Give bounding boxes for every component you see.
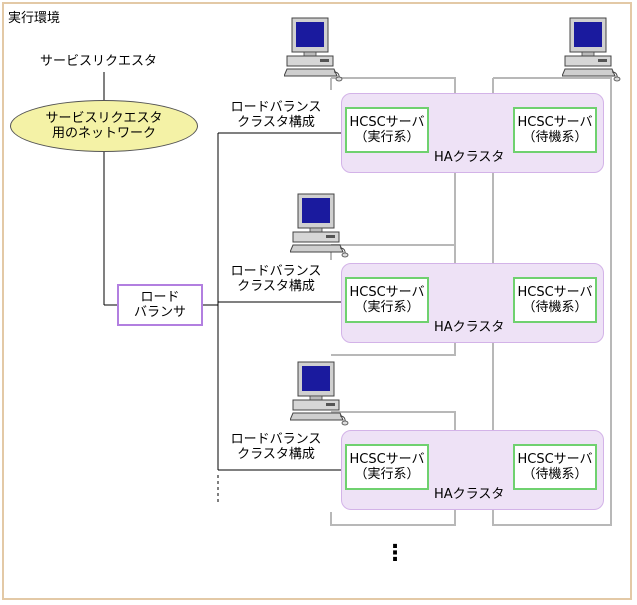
computer-icon (284, 17, 343, 82)
lb-cluster-label-line2: クラスタ構成 (237, 447, 315, 462)
lb-cluster-label-1: ロードバランス クラスタ構成 (224, 100, 328, 130)
lb-cluster-label-3: ロードバランス クラスタ構成 (224, 432, 328, 462)
active-server-3: HCSCサーバ （実行系） (345, 444, 429, 490)
load-balancer-line1: ロード (140, 290, 180, 305)
lb-cluster-label-line1: ロードバランス (230, 264, 322, 279)
server-role: （実行系） (354, 130, 420, 145)
standby-server-3: HCSCサーバ （待機系） (513, 444, 597, 490)
requester-label: サービスリクエスタ (40, 54, 158, 69)
network-line2: 用のネットワーク (51, 126, 156, 141)
lb-cluster-label-line1: ロードバランス (230, 432, 322, 447)
network-line1: サービスリクエスタ (45, 111, 163, 126)
server-name: HCSCサーバ (517, 285, 593, 300)
active-server-2: HCSCサーバ （実行系） (345, 277, 429, 323)
load-balancer-line2: バランサ (133, 305, 186, 320)
requester-network-node: サービスリクエスタ 用のネットワーク (10, 100, 198, 152)
standby-server-1: HCSCサーバ （待機系） (513, 107, 597, 153)
server-name: HCSCサーバ (349, 452, 425, 467)
execution-environment-frame (2, 2, 632, 600)
ha-cluster-label-2: HAクラスタ (434, 320, 505, 335)
lb-cluster-label-line1: ロードバランス (230, 100, 322, 115)
ha-cluster-label-1: HAクラスタ (434, 150, 505, 165)
server-name: HCSCサーバ (349, 285, 425, 300)
computer-icon (290, 193, 349, 258)
ha-cluster-label-3: HAクラスタ (434, 487, 505, 502)
lb-cluster-label-2: ロードバランス クラスタ構成 (224, 264, 328, 294)
continuation-ellipsis: ⋮ (384, 541, 406, 566)
environment-label: 実行環境 (8, 11, 61, 26)
active-server-1: HCSCサーバ （実行系） (345, 107, 429, 153)
server-name: HCSCサーバ (517, 452, 593, 467)
standby-server-2: HCSCサーバ （待機系） (513, 277, 597, 323)
server-role: （待機系） (522, 130, 588, 145)
server-role: （待機系） (522, 300, 588, 315)
lb-cluster-label-line2: クラスタ構成 (237, 115, 315, 130)
server-role: （実行系） (354, 467, 420, 482)
load-balancer-node: ロード バランサ (117, 284, 203, 326)
computer-icon (290, 361, 349, 426)
server-role: （待機系） (522, 467, 588, 482)
computer-icon (562, 17, 621, 82)
server-name: HCSCサーバ (349, 115, 425, 130)
server-name: HCSCサーバ (517, 115, 593, 130)
lb-cluster-label-line2: クラスタ構成 (237, 279, 315, 294)
server-role: （実行系） (354, 300, 420, 315)
